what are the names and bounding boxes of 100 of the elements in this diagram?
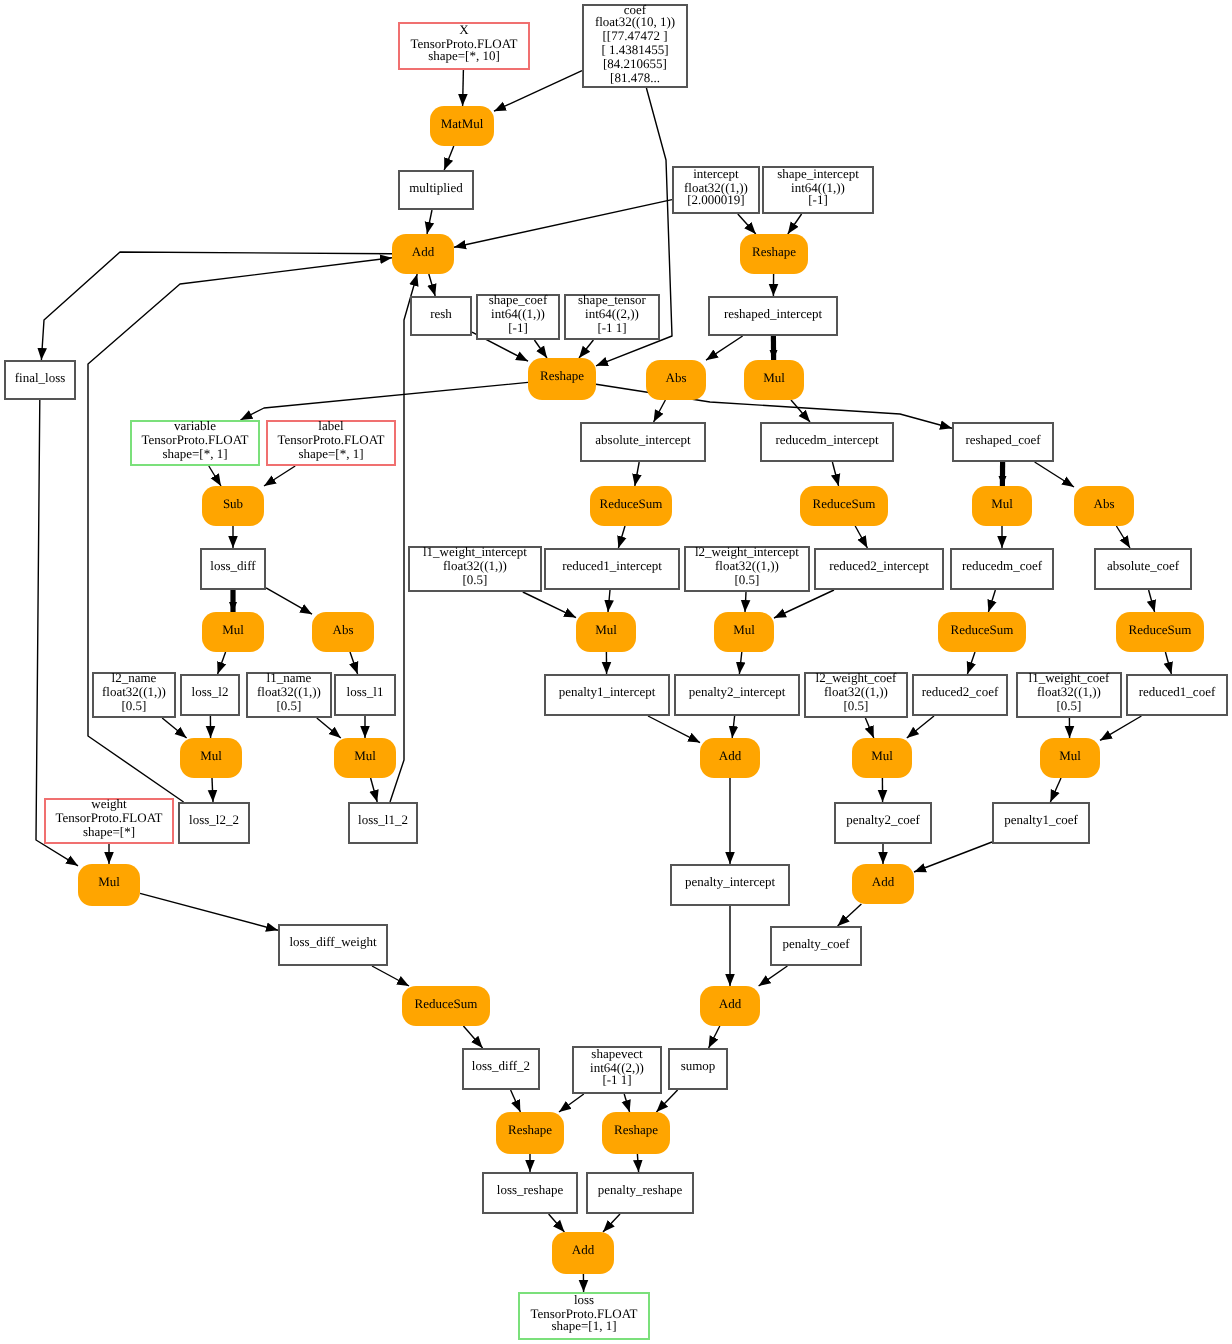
operator-node (552, 1232, 614, 1274)
arrow (35, 399, 79, 867)
arrow (509, 1089, 522, 1113)
arrow (595, 87, 673, 367)
tensor-box (992, 802, 1090, 844)
tensor-box (804, 672, 908, 718)
tensor-box (348, 802, 418, 844)
arrow (525, 1153, 535, 1173)
arrow (316, 717, 342, 739)
tensor-box (770, 926, 862, 966)
operator-node (496, 1112, 564, 1154)
operator-node (590, 486, 672, 526)
operator-node (334, 738, 396, 778)
tensor-box (580, 422, 706, 462)
arrow (617, 525, 627, 549)
arrow (997, 525, 1007, 549)
arrow (632, 461, 642, 487)
tensor-box (670, 864, 790, 906)
tensor-box (278, 924, 388, 966)
operator-node (852, 864, 914, 904)
arrow (578, 339, 595, 359)
operator-node (202, 486, 264, 526)
arrow (369, 777, 379, 803)
arrow (878, 843, 888, 865)
arrow (601, 651, 612, 675)
operator-node (744, 360, 804, 400)
tensor-box (544, 674, 670, 716)
arrow (1163, 651, 1173, 675)
arrow (360, 715, 370, 739)
arrow (205, 715, 216, 739)
arrow (1033, 461, 1075, 488)
arrow (443, 145, 455, 171)
tensor-box (398, 170, 474, 210)
operator-node (1074, 486, 1134, 526)
arrow (371, 965, 410, 987)
arrow (547, 1213, 566, 1233)
tensor-box (684, 546, 810, 592)
arrow (87, 254, 393, 803)
tensor-box (672, 166, 760, 214)
arrow (558, 1093, 585, 1113)
arrow (966, 651, 976, 675)
tensor-box (178, 802, 250, 844)
arrow (913, 841, 993, 873)
arrow (735, 651, 746, 675)
arrow (728, 715, 739, 739)
arrow (462, 1025, 484, 1049)
arrow (139, 892, 279, 932)
arrow (773, 589, 835, 619)
operator-node (576, 612, 636, 652)
arrow (458, 69, 468, 107)
arrow (424, 209, 435, 235)
arrow (633, 1153, 643, 1173)
arrow (349, 651, 359, 675)
arrow (757, 965, 789, 987)
operator-node (202, 612, 264, 652)
operator-node (852, 738, 912, 778)
arrow (655, 1089, 679, 1113)
operator-node (1040, 738, 1100, 778)
tensor-box (1126, 674, 1228, 716)
arrow (453, 198, 673, 250)
arrow (239, 381, 529, 421)
operator-node (180, 738, 242, 778)
tensor-box (814, 548, 944, 590)
arrow (522, 591, 577, 619)
arrow (1115, 525, 1131, 549)
arrow (906, 715, 935, 739)
arrow (493, 69, 583, 112)
output-tensor-box (130, 420, 260, 466)
arrow (427, 273, 437, 297)
tensor-box (246, 672, 332, 718)
arrow (830, 461, 841, 487)
arrow (787, 213, 803, 235)
input-tensor-box (398, 22, 530, 70)
arrow (602, 1213, 621, 1233)
arrow (725, 777, 735, 865)
tensor-box (674, 674, 800, 716)
arrow (263, 465, 296, 487)
tensor-box (92, 672, 176, 718)
tensor-box (476, 294, 560, 340)
arrow (652, 399, 667, 423)
tensor-box (1094, 548, 1192, 590)
operator-node (646, 360, 706, 400)
operator-node (714, 612, 774, 652)
operator-node (392, 234, 454, 274)
tensor-box (834, 802, 932, 844)
tensor-box (482, 1172, 578, 1214)
arrow (707, 1025, 721, 1049)
arrow (104, 843, 114, 865)
operator-node (800, 486, 888, 526)
tensor-box (180, 674, 240, 716)
operator-node (528, 358, 596, 400)
tensor-box (950, 548, 1054, 590)
arrow (769, 336, 778, 360)
operator-node (1116, 612, 1204, 652)
tensor-box (410, 296, 472, 336)
tensor-box (564, 294, 660, 340)
operator-node (312, 612, 374, 652)
arrow (737, 213, 757, 235)
tensor-box (708, 296, 838, 336)
arrow (37, 251, 393, 361)
